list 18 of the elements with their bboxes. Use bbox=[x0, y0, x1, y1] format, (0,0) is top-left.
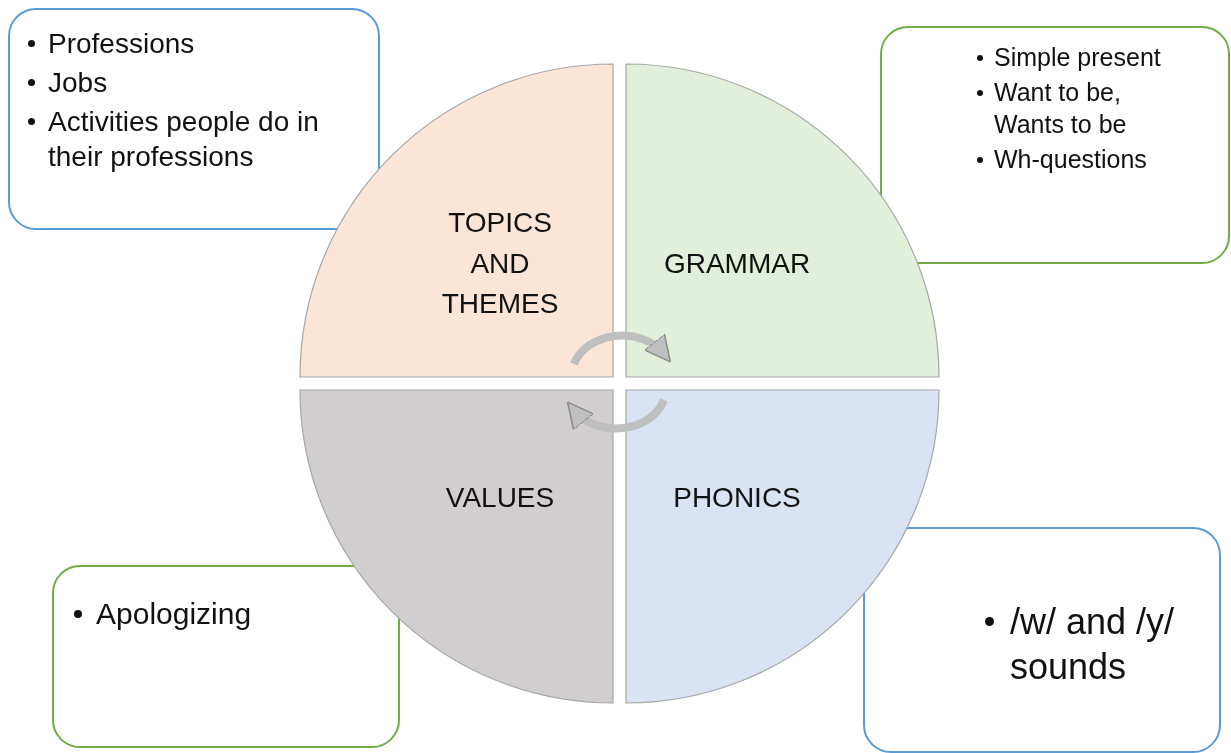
bullet-text: Apologizing bbox=[96, 596, 252, 632]
callout-box bbox=[52, 565, 400, 748]
callout-box bbox=[880, 26, 1230, 264]
curved-arrow bbox=[566, 398, 668, 433]
bullet-text: Jobs bbox=[48, 66, 108, 100]
curved-arrow bbox=[570, 331, 672, 366]
quadrant-label: VALUES bbox=[444, 480, 556, 515]
bullet-text: Professions bbox=[48, 27, 195, 61]
bullet-text: /w/ and /y/ sounds bbox=[1010, 600, 1176, 689]
bullet-text: Wh-questions bbox=[994, 143, 1147, 175]
bullet-text: Simple present bbox=[994, 42, 1161, 73]
bullet-text: Want to be, Wants to be bbox=[994, 77, 1128, 140]
quadrant-label: GRAMMAR bbox=[662, 246, 812, 281]
quadrant-label: TOPICS AND THEMES bbox=[440, 206, 560, 322]
callout-box bbox=[863, 527, 1221, 753]
quadrant-label: PHONICS bbox=[672, 480, 802, 515]
callout-box bbox=[8, 8, 380, 230]
bullet-text: Activities people do in their professions bbox=[48, 105, 320, 174]
